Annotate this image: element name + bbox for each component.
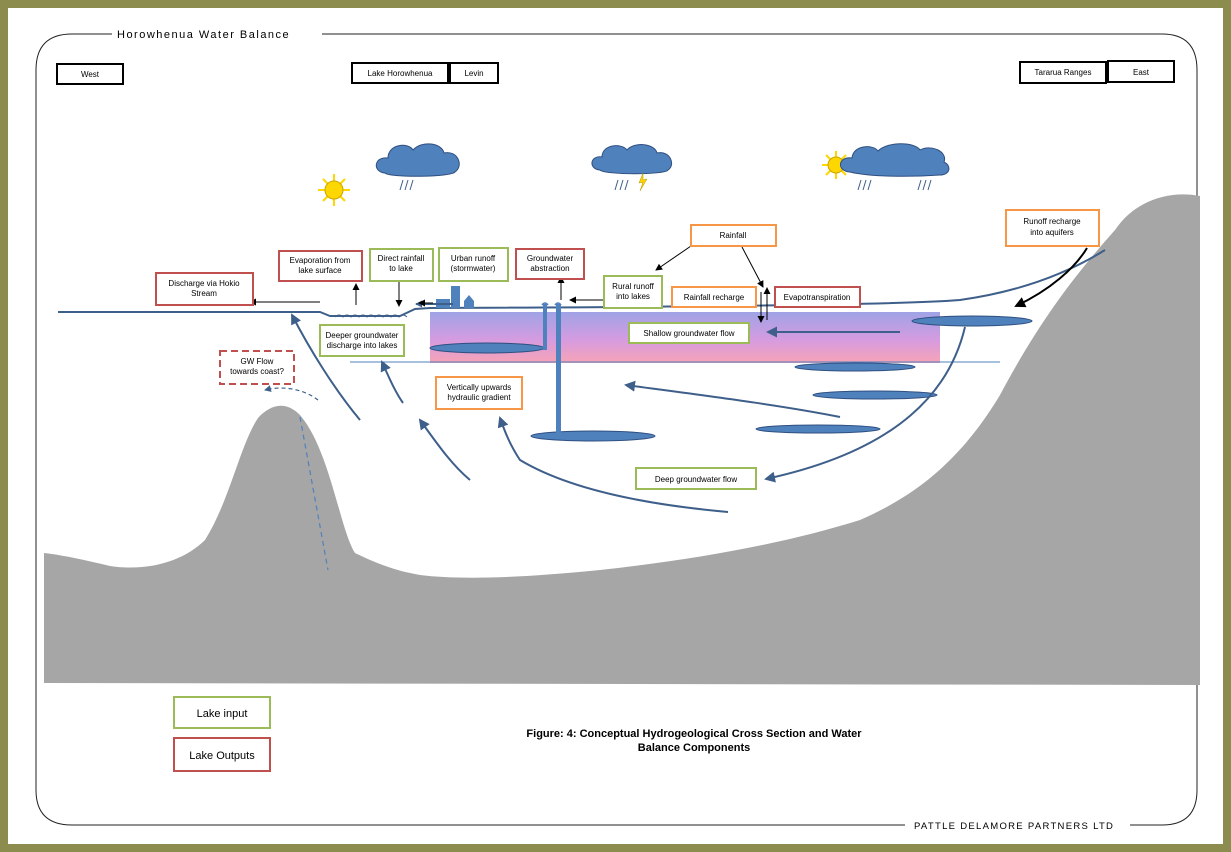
box-deeper-groundwater: Deeper groundwater discharge into lakes	[319, 324, 405, 357]
rain-cloud-icon	[840, 143, 950, 177]
svg-text:abstraction: abstraction	[530, 264, 569, 273]
box-rainfall-recharge: Rainfall recharge	[671, 286, 757, 308]
building-tall	[451, 286, 460, 308]
west-label: West	[81, 70, 100, 79]
sun-icon	[318, 174, 350, 206]
storm-cloud-icon	[591, 144, 672, 175]
svg-text:Evapotranspiration: Evapotranspiration	[784, 293, 851, 302]
legend-lake-input: Lake input	[173, 696, 271, 729]
gw-flow-arrow	[764, 326, 966, 483]
rain-cloud-icon	[375, 143, 460, 177]
svg-text:discharge into lakes: discharge into lakes	[327, 341, 398, 350]
svg-text:Evaporation from: Evaporation from	[290, 256, 351, 265]
inner-border	[35, 33, 1198, 826]
svg-text:Rural runoff: Rural runoff	[612, 282, 654, 291]
sun-icon	[822, 151, 850, 179]
box-urban-runoff: Urban runoff (stormwater)	[438, 247, 509, 282]
svg-text:Deep groundwater flow: Deep groundwater flow	[655, 475, 737, 484]
svg-text:Lake input: Lake input	[197, 708, 248, 720]
tararua-ranges-label: Tararua Ranges	[1035, 68, 1092, 77]
runoff-recharge-arrow	[1014, 247, 1088, 308]
svg-text:Shallow groundwater flow: Shallow groundwater flow	[643, 329, 734, 338]
aquifer-lens-4	[530, 430, 656, 442]
svg-text:(stormwater): (stormwater)	[451, 264, 496, 273]
box-runoff-recharge: Runoff recharge into aquifers	[1005, 209, 1100, 247]
svg-text:Stream: Stream	[191, 289, 217, 298]
svg-text:Discharge via Hokio: Discharge via Hokio	[168, 279, 240, 288]
rain-lines	[614, 179, 629, 191]
svg-text:Runoff recharge: Runoff recharge	[1023, 217, 1081, 226]
deep-well-hook	[554, 302, 562, 306]
svg-text:into aquifers: into aquifers	[1030, 228, 1074, 237]
box-gw-flow-coast: GW Flow towards coast?	[219, 350, 295, 385]
east-box	[1107, 60, 1175, 83]
aquifer-lens-6	[812, 390, 938, 400]
svg-text:Deeper groundwater: Deeper groundwater	[326, 331, 399, 340]
gw-flow-arrow	[497, 416, 729, 513]
svg-text:Rainfall: Rainfall	[720, 231, 747, 240]
lake-horowhenua-label: Lake Horowhenua	[368, 69, 433, 78]
fault-dashed-line	[299, 416, 329, 571]
svg-text:GW Flow: GW Flow	[241, 357, 274, 366]
rain-lines	[857, 179, 932, 191]
gw-flow-arrow	[380, 360, 404, 404]
box-deep-groundwater: Deep groundwater flow	[635, 467, 757, 490]
figure-caption-line1: Figure: 4: Conceptual Hydrogeological Cr…	[526, 728, 862, 740]
rainfall-to-recharge-arrow	[741, 246, 764, 288]
svg-text:to lake: to lake	[389, 264, 413, 273]
aquifer-lens-1	[429, 342, 545, 354]
west-box	[56, 63, 124, 85]
box-evaporation: Evaporation from lake surface	[278, 250, 363, 282]
east-label: East	[1133, 68, 1150, 77]
box-shallow-groundwater: Shallow groundwater flow	[628, 322, 750, 344]
gw-flow-arrow	[418, 418, 471, 481]
building-house	[464, 295, 474, 308]
tararua-ranges-box	[1019, 61, 1107, 84]
box-rainfall: Rainfall	[690, 224, 777, 247]
figure-caption-line2: Balance Components	[638, 742, 750, 754]
levin-label: Levin	[464, 69, 483, 78]
ground-cross-section	[44, 194, 1200, 685]
footer-credit: PATTLE DELAMORE PARTNERS LTD	[914, 821, 1114, 832]
svg-text:Lake Outputs: Lake Outputs	[189, 750, 255, 762]
lake-surface-waves	[334, 314, 408, 318]
svg-text:Urban runoff: Urban runoff	[451, 254, 496, 263]
ground-surface-line	[58, 249, 1106, 317]
svg-text:Direct rainfall: Direct rainfall	[378, 254, 425, 263]
levin-box	[449, 62, 499, 84]
svg-text:towards coast?: towards coast?	[230, 367, 284, 376]
box-discharge-hokio: Discharge via Hokio Stream	[155, 272, 254, 306]
svg-text:Groundwater: Groundwater	[527, 254, 574, 263]
svg-text:into lakes: into lakes	[616, 292, 650, 301]
aquifer-lens-2	[911, 315, 1033, 327]
lightning-icon	[638, 172, 648, 192]
svg-text:Vertically upwards: Vertically upwards	[447, 383, 511, 392]
box-rural-runoff: Rural runoff into lakes	[603, 275, 663, 309]
box-direct-rainfall: Direct rainfall to lake	[369, 248, 434, 282]
rainfall-to-rural-arrow	[655, 245, 692, 271]
deep-well	[556, 304, 561, 436]
legend-lake-outputs: Lake Outputs	[173, 737, 271, 772]
lake-horowhenua-box	[351, 62, 449, 84]
box-groundwater-abstraction: Groundwater abstraction	[515, 248, 585, 280]
gw-flow-arrow	[291, 313, 361, 421]
diagram-title: Horowhenua Water Balance	[117, 29, 290, 41]
gw-flow-arrow	[624, 380, 841, 418]
box-vertical-gradient: Vertically upwards hydraulic gradient	[435, 376, 523, 410]
svg-text:lake surface: lake surface	[298, 266, 342, 275]
shallow-well	[543, 304, 547, 350]
gw-coast-dashed-arrow	[264, 385, 319, 401]
svg-text:hydraulic gradient: hydraulic gradient	[447, 393, 511, 402]
box-evapotranspiration: Evapotranspiration	[774, 286, 861, 308]
shallow-well-hook	[541, 302, 549, 306]
svg-text:Rainfall recharge: Rainfall recharge	[684, 293, 745, 302]
rain-lines	[399, 179, 414, 191]
aquifer-lens-5	[755, 424, 881, 434]
aquifer-lens-3	[794, 362, 916, 372]
